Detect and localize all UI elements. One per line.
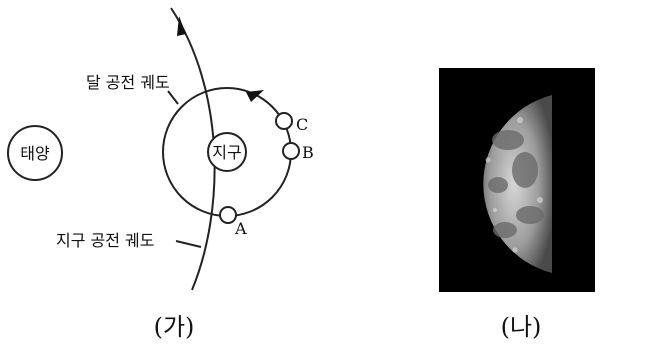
earth-orbit-arrow-icon xyxy=(177,16,186,36)
moon-position-label-c: C xyxy=(296,115,308,134)
caption-right: (나) xyxy=(501,313,542,341)
moon-orbit-label: 달 공전 궤도 xyxy=(86,73,170,92)
earth-orbit-leader xyxy=(175,240,202,248)
moon-position-label-b: B xyxy=(302,143,314,162)
moon-orbit-leader xyxy=(167,90,179,105)
moon-mare-spots xyxy=(488,130,544,238)
earth-circle xyxy=(207,132,247,172)
caption-left: (가) xyxy=(154,313,195,341)
earth-orbit-label: 지구 공전 궤도 xyxy=(56,231,155,250)
orbit-diagram: 태양 지구 C B A 달 공전 궤도 지구 공전 궤도 (가) xyxy=(7,7,314,341)
moon-photo: (나) xyxy=(439,68,595,341)
moon-position-a xyxy=(219,206,237,224)
moon-crater-highlights xyxy=(485,117,543,253)
moon-orbit-arrow-icon xyxy=(246,90,264,102)
moon-position-label-a: A xyxy=(234,219,247,238)
moon-position-c xyxy=(275,112,293,130)
sun-circle xyxy=(7,125,63,181)
moon-position-b xyxy=(282,142,300,160)
sun-label: 태양 xyxy=(20,144,50,163)
earth-label: 지구 xyxy=(212,143,241,162)
